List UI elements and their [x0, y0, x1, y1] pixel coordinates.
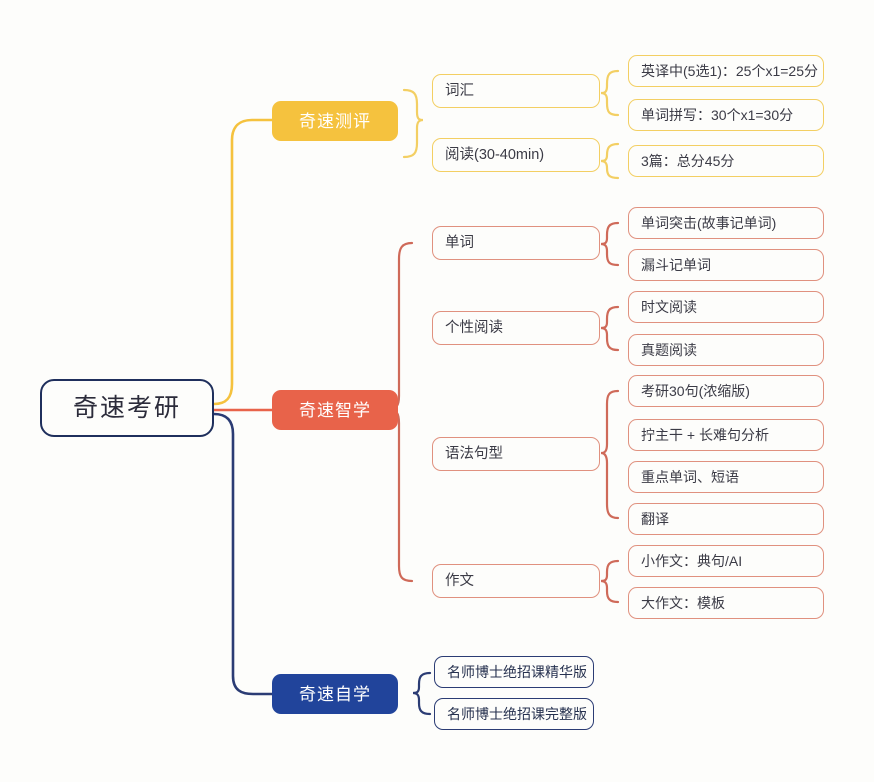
leaf-sanpian[interactable]: 3篇：总分45分	[628, 145, 824, 177]
leaf-danci-tuji[interactable]: 单词突击(故事记单词)	[628, 207, 824, 239]
leaf-fanyi[interactable]: 翻译	[628, 503, 824, 535]
leaf-label-sanpian: 3篇：总分45分	[641, 153, 735, 169]
branch-label-zhixue: 奇速智学	[299, 400, 371, 420]
leaf-loudou[interactable]: 漏斗记单词	[628, 249, 824, 281]
brace-zuowen	[600, 559, 620, 604]
leaf-xiaozuowen[interactable]: 小作文：典句/AI	[628, 545, 824, 577]
leaf-label-yingyizhong: 英译中(5选1)：25个x1=25分	[641, 63, 819, 79]
node-label-cihui: 词汇	[445, 82, 474, 99]
leaf-label-fanyi: 翻译	[641, 511, 669, 527]
leaf-label-shiwen: 时文阅读	[641, 299, 697, 315]
brace-ceping	[402, 88, 424, 159]
branch-label-ceping: 奇速测评	[299, 111, 371, 131]
leaf-label-kaoyan30: 考研30句(浓缩版)	[641, 383, 750, 399]
branch-label-zixue: 奇速自学	[299, 684, 371, 704]
root-node[interactable]: 奇速考研	[40, 379, 214, 437]
node-gexing-yuedu[interactable]: 个性阅读	[432, 311, 600, 345]
brace-gexing-yuedu	[600, 305, 620, 352]
brace-yufa	[600, 389, 620, 520]
leaf-danci-pinxie[interactable]: 单词拼写：30个x1=30分	[628, 99, 824, 131]
leaf-zhongdian[interactable]: 重点单词、短语	[628, 461, 824, 493]
node-danci[interactable]: 单词	[432, 226, 600, 260]
leaf-label-zhongdian: 重点单词、短语	[641, 469, 739, 485]
brace-cihui	[600, 69, 620, 117]
leaf-label-danci-pinxie: 单词拼写：30个x1=30分	[641, 107, 794, 123]
leaf-label-danci-tuji: 单词突击(故事记单词)	[641, 215, 777, 231]
leaf-dazuowen[interactable]: 大作文：模板	[628, 587, 824, 619]
leaf-label-xiaozuowen: 小作文：典句/AI	[641, 553, 743, 569]
node-label-yuedu: 阅读(30-40min)	[445, 146, 545, 163]
node-label-zuowen: 作文	[445, 572, 474, 589]
leaf-yingyizhong[interactable]: 英译中(5选1)：25个x1=25分	[628, 55, 824, 87]
node-jinghua[interactable]: 名师博士绝招课精华版	[434, 656, 594, 688]
node-yufa-juxing[interactable]: 语法句型	[432, 437, 600, 471]
brace-zixue	[412, 671, 432, 716]
brace-yuedu	[600, 142, 620, 180]
node-label-gexing-yuedu: 个性阅读	[445, 319, 503, 336]
leaf-ningzhugan[interactable]: 拧主干 + 长难句分析	[628, 419, 824, 451]
node-wanzheng[interactable]: 名师博士绝招课完整版	[434, 698, 594, 730]
brace-danci	[600, 221, 620, 267]
leaf-label-zhenti: 真题阅读	[641, 342, 697, 358]
branch-node-ceping[interactable]: 奇速测评	[272, 101, 398, 141]
node-label-danci: 单词	[445, 234, 474, 251]
node-label-wanzheng: 名师博士绝招课完整版	[447, 706, 587, 722]
connector-root-to-zixue	[212, 412, 274, 696]
leaf-zhenti[interactable]: 真题阅读	[628, 334, 824, 366]
node-cihui[interactable]: 词汇	[432, 74, 600, 108]
leaf-label-dazuowen: 大作文：模板	[641, 595, 725, 611]
root-label: 奇速考研	[72, 393, 181, 422]
connector-root-to-ceping	[212, 118, 274, 406]
branch-node-zhixue[interactable]: 奇速智学	[272, 390, 398, 430]
node-label-jinghua: 名师博士绝招课精华版	[447, 664, 587, 680]
node-label-yufa-juxing: 语法句型	[445, 445, 503, 462]
leaf-kaoyan30[interactable]: 考研30句(浓缩版)	[628, 375, 824, 407]
leaf-label-ningzhugan: 拧主干 + 长难句分析	[641, 427, 769, 443]
leaf-label-loudou: 漏斗记单词	[641, 257, 711, 273]
branch-node-zixue[interactable]: 奇速自学	[272, 674, 398, 714]
node-zuowen[interactable]: 作文	[432, 564, 600, 598]
node-yuedu[interactable]: 阅读(30-40min)	[432, 138, 600, 172]
leaf-shiwen[interactable]: 时文阅读	[628, 291, 824, 323]
